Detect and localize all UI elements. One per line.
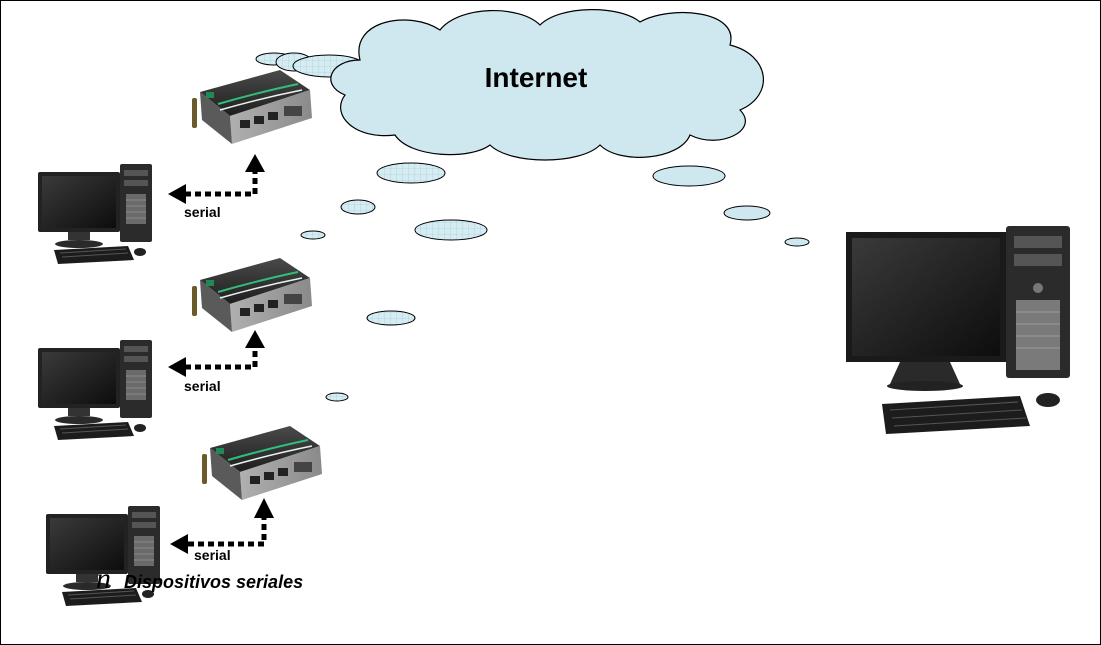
internet-label: Internet <box>485 62 588 93</box>
serial-device-2 <box>191 257 313 333</box>
internet-cloud: Internet <box>330 9 764 161</box>
arrow-left-icon <box>168 357 186 377</box>
serial-device-3 <box>201 425 323 501</box>
serial-label-2: serial <box>184 378 221 394</box>
serial-link-1 <box>185 170 258 197</box>
arrow-up-icon <box>245 330 265 348</box>
serial-device-1 <box>191 69 313 145</box>
serial-link-3 <box>188 516 267 547</box>
serial-label-3: serial <box>194 547 231 563</box>
cloud-trail-left <box>255 52 488 402</box>
caption-text: Dispositivos seriales <box>124 572 303 592</box>
arrow-up-icon <box>245 154 265 172</box>
server-pc <box>846 226 1070 434</box>
client-pc-2 <box>37 339 153 441</box>
serial-link-2 <box>185 346 258 370</box>
caption-n: n <box>96 562 111 595</box>
cloud-trail-right <box>652 165 810 247</box>
arrow-left-icon <box>168 184 186 204</box>
serial-label-1: serial <box>184 204 221 220</box>
arrow-up-icon <box>254 498 274 518</box>
client-pc-1 <box>37 163 153 265</box>
arrow-left-icon <box>170 534 188 554</box>
